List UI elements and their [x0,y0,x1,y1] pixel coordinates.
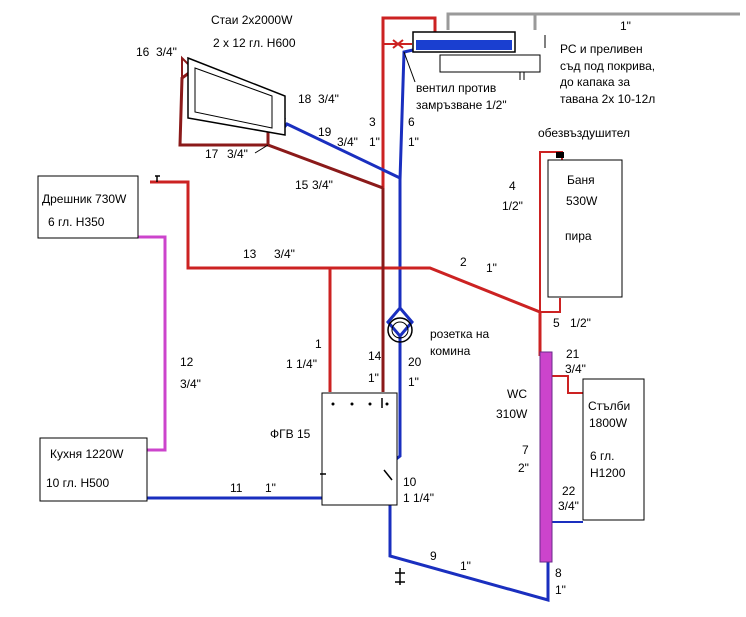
pipe-19-size: 3/4" [337,135,358,149]
wc-label: WC [507,387,527,401]
pipe-10 [388,460,550,602]
pipe-6-size: 1" [408,135,419,149]
pipe-1-size: 1 1/4" [286,357,317,371]
boiler-label: ФГВ 15 [270,427,311,441]
drying-room-spec: 6 гл. Н350 [48,215,105,229]
pipe-15-rooms [178,68,384,190]
pipe-3-num: 3 [369,115,376,129]
pipe-20-num: 20 [408,355,422,369]
pipe-17-size: 3/4" [227,147,248,161]
pipe-10-size: 1 1/4" [403,491,434,505]
pipe-1-num: 1 [315,337,322,351]
tank-line3: до капака за [560,75,630,89]
pipe-21 [552,375,583,394]
wc-power: 310W [496,407,528,421]
pipe-8-num: 8 [555,566,562,580]
chimney-line2: комина [430,344,471,358]
air-vent-label: обезвъздушител [538,126,630,140]
kitchen-title: Кухня 1220W [50,447,124,461]
pipe-18-num: 18 [298,92,312,106]
pipe-5-size: 1/2" [570,316,591,330]
grey-overflow-pipe [446,12,740,30]
pipe-4-size: 1/2" [502,199,523,213]
anti-freeze-valve-icon [392,39,404,49]
pipe-10-num: 10 [403,475,417,489]
tank-line1: РС и преливен [560,42,643,56]
bathroom-type: пира [565,229,592,243]
valve-line1: вентил против [416,81,496,95]
air-vent-icon [556,152,564,158]
pipe-7-size: 2" [518,461,529,475]
drying-room-title: Дрешник 730W [42,192,127,206]
overflow-tank [439,54,541,73]
stairs-spec1: 6 гл. [590,449,614,463]
pipe-11-size: 1" [265,481,276,495]
pipe-13 [150,180,542,356]
pipe-15-size: 3/4" [312,178,333,192]
pipe-16-size: 3/4" [156,45,177,59]
pipe-20-size: 1" [408,375,419,389]
stairs-spec2: Н1200 [590,466,626,480]
pipe-3-size: 1" [369,135,380,149]
bathroom-power: 530W [566,194,598,208]
valve-line2: замръзване 1/2" [416,98,507,112]
pipe-7-num: 7 [522,443,529,457]
bathroom-radiator [547,159,623,298]
rooms-spec: 2 х 12 гл. Н600 [213,36,296,50]
pipe-2-num: 2 [460,255,467,269]
pipe-12-size: 3/4" [180,377,201,391]
pipe-13-size: 3/4" [274,247,295,261]
tank-size: 1" [620,19,631,33]
stairs-title: Стълби [588,399,630,413]
pipe-14-num: 14 [368,349,382,363]
pipe-15-num: 15 [295,178,309,192]
pipe-20 [398,307,414,337]
pipe-11-num: 11 [230,481,243,495]
tank-line4: тавана 2х 10-12л [560,92,655,106]
chimney-socket-icon [387,317,413,343]
boiler [321,392,398,506]
pipe-9-size: 1" [460,559,471,573]
rooms-title: Стаи 2х2000W [211,13,293,27]
pipe-2-size: 1" [486,261,497,275]
pipe-21-size: 3/4" [565,362,586,376]
rooms-radiator [187,56,286,136]
pipe-12 [137,235,167,452]
kitchen-radiator [39,437,148,502]
pipe-19-num: 19 [318,125,332,139]
pipe-6-riser [386,48,414,462]
pipe-16-rooms [181,55,189,78]
pipe-12-num: 12 [180,355,194,369]
pipe-14-size: 1" [368,371,379,385]
stairs-power: 1800W [589,416,628,430]
pipe-5 [540,298,561,313]
drying-room-radiator [37,175,139,239]
pipe-21-num: 21 [566,347,580,361]
drain-valve [395,568,405,585]
tank-line2: съд под покрива, [560,59,655,73]
pipe-5-num: 5 [553,316,560,330]
pipe-13-num: 13 [243,247,257,261]
stairs-radiator [582,378,645,521]
bathroom-title: Баня [567,173,595,187]
pipe-22-num: 22 [562,484,576,498]
pipe-8-size: 1" [555,583,566,597]
chimney-line1: розетка на [430,327,490,341]
pipe-4-num: 4 [509,179,516,193]
kitchen-spec: 10 гл. Н500 [46,476,109,490]
pipe-18-size: 3/4" [318,92,339,106]
pipe-3-riser [381,16,437,188]
pipe-17-num: 17 [205,147,219,161]
pipe-22-size: 3/4" [558,499,579,513]
pipe-9-num: 9 [430,549,437,563]
pipe-16-num: 16 [136,45,150,59]
wc-radiator [539,351,553,563]
pipe-6-num: 6 [408,115,415,129]
